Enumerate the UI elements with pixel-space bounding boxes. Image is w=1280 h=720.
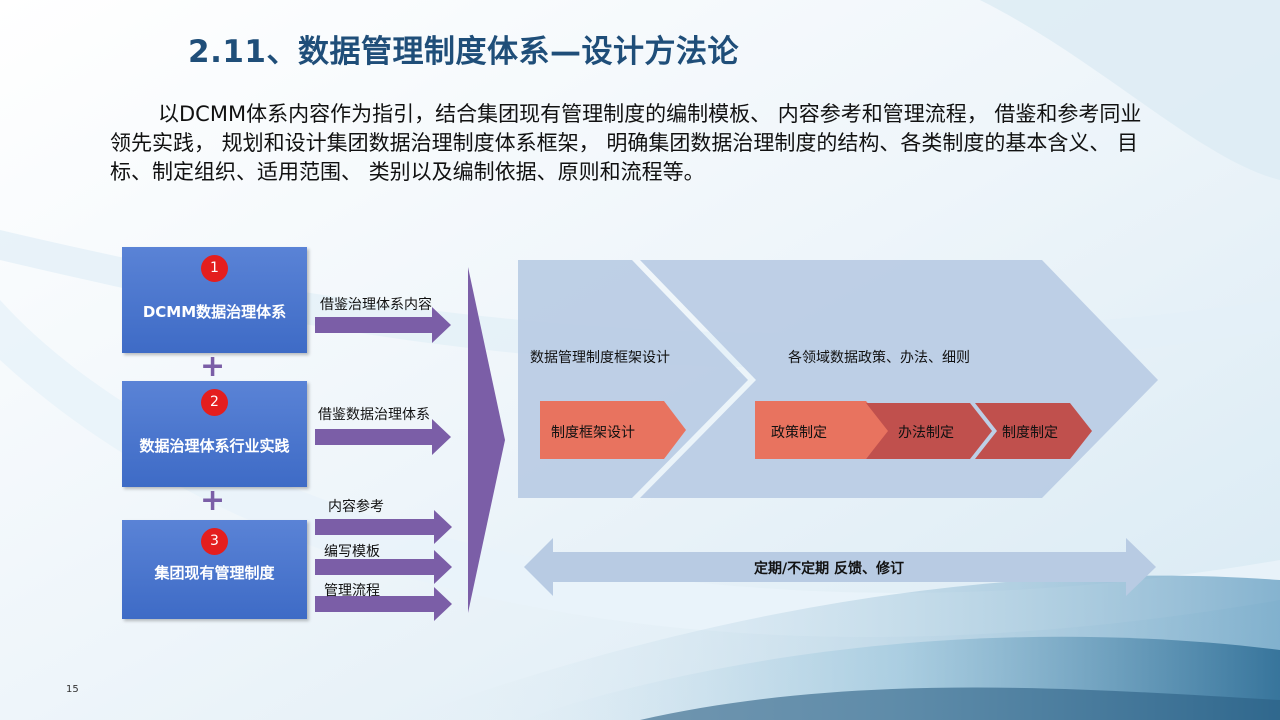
source-label-group: 集团现有管理制度 bbox=[154, 564, 275, 582]
step-method-shape bbox=[866, 403, 992, 459]
arrow-label-2: 借鉴数据治理体系 bbox=[318, 407, 430, 423]
plus-sign-2: + bbox=[200, 483, 226, 518]
source-label-dcmm: DCMM数据治理体系 bbox=[142, 303, 287, 321]
arrow-label-4: 编写模板 bbox=[324, 544, 380, 560]
arrow-4 bbox=[315, 550, 452, 584]
source-box-dcmm: 1 DCMM数据治理体系 bbox=[122, 247, 307, 353]
arrow-3 bbox=[315, 510, 452, 544]
badge-2: 2 bbox=[201, 389, 228, 416]
source-box-industry: 2 数据治理体系行业实践 bbox=[122, 381, 307, 487]
source-label-industry: 数据治理体系行业实践 bbox=[139, 437, 290, 455]
funnel-arrow bbox=[468, 267, 505, 613]
arrow-label-3: 内容参考 bbox=[328, 499, 384, 515]
feedback-label: 定期/不定期 反馈、修订 bbox=[754, 561, 904, 577]
step-method-label: 办法制定 bbox=[898, 425, 954, 441]
intro-paragraph: 以DCMM体系内容作为指引，结合集团现有管理制度的编制模板、 内容参考和管理流程… bbox=[110, 102, 1142, 184]
step-framework-shape bbox=[540, 401, 686, 459]
arrow-2 bbox=[315, 419, 451, 455]
page-number: 15 bbox=[66, 684, 79, 695]
plus-sign-1: + bbox=[200, 349, 226, 384]
framework-right-heading: 各领域数据政策、办法、细则 bbox=[788, 350, 970, 366]
badge-3: 3 bbox=[201, 528, 228, 555]
step-rule-label: 制度制定 bbox=[1002, 425, 1058, 441]
step-rule-shape bbox=[975, 403, 1092, 459]
step-policy-shape bbox=[755, 401, 890, 459]
arrow-label-1: 借鉴治理体系内容 bbox=[320, 297, 432, 313]
arrow-label-5: 管理流程 bbox=[324, 583, 380, 599]
arrow-1 bbox=[315, 307, 451, 343]
step-policy-label: 政策制定 bbox=[771, 425, 827, 441]
source-box-group: 3 集团现有管理制度 bbox=[122, 520, 307, 619]
arrow-5 bbox=[315, 587, 452, 621]
step-framework-label: 制度框架设计 bbox=[551, 425, 635, 441]
badge-1: 1 bbox=[201, 255, 228, 282]
framework-left-heading: 数据管理制度框架设计 bbox=[530, 350, 670, 366]
page-title: 2.11、数据管理制度体系—设计方法论 bbox=[188, 34, 739, 70]
feedback-arrow bbox=[524, 538, 1156, 596]
